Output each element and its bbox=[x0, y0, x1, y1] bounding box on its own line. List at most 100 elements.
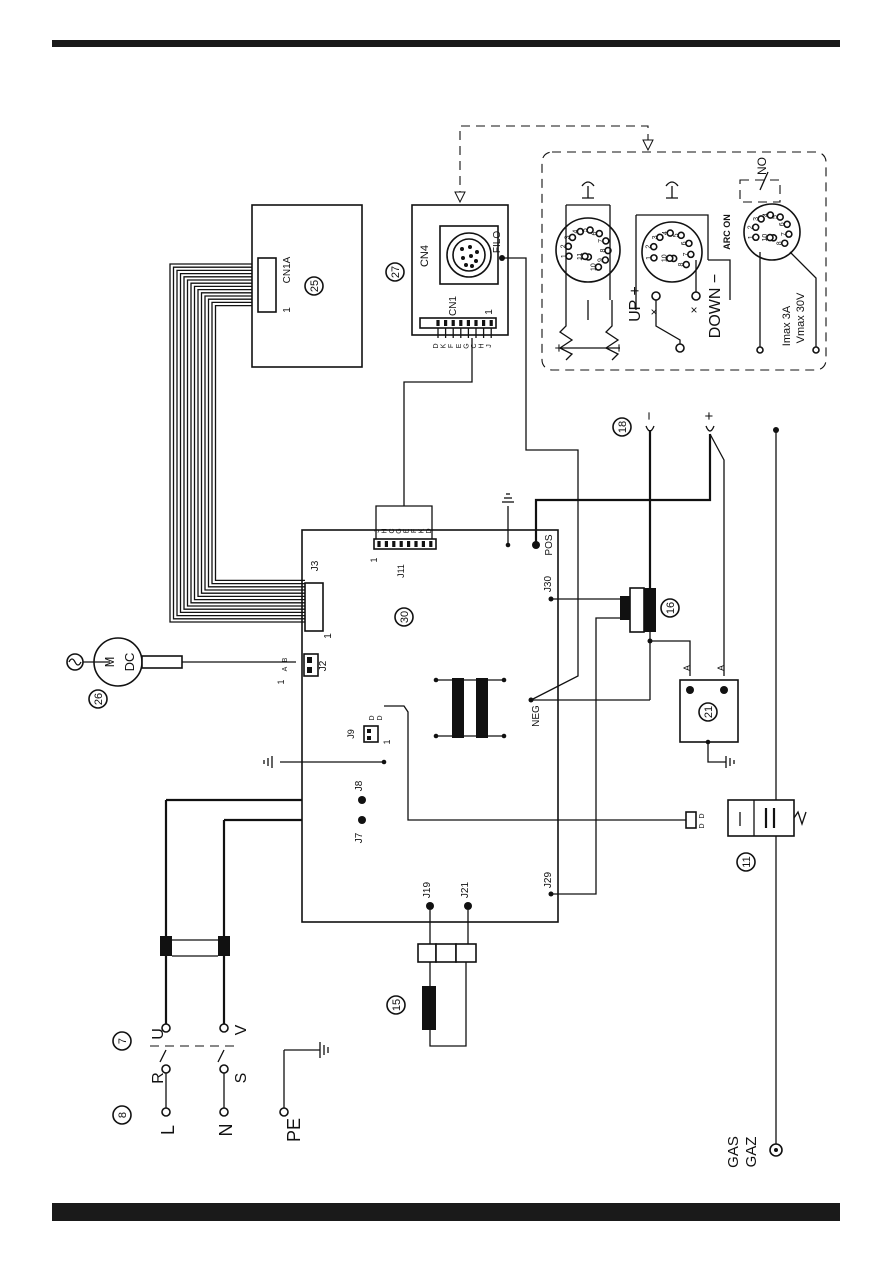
gas-label: GAS bbox=[725, 1136, 742, 1168]
gaz-label: GAZ bbox=[743, 1137, 760, 1168]
j11-pin-label: F bbox=[411, 529, 418, 533]
ref-16: 16 bbox=[665, 602, 677, 614]
up-button-label: UP + bbox=[627, 286, 644, 322]
ref-11: 11 bbox=[741, 856, 753, 867]
j19-label: J19 bbox=[422, 882, 433, 899]
motor: M DC 26 bbox=[66, 637, 296, 709]
ribbon-wire bbox=[186, 279, 305, 607]
connector-pin-label: 2 bbox=[560, 244, 567, 248]
connector-pin-label: 1 bbox=[748, 235, 755, 239]
ribbon-wire bbox=[204, 295, 305, 591]
connector-pin-label: 11 bbox=[577, 253, 584, 260]
connector-pin-label: 10 bbox=[662, 254, 669, 262]
connector-pin-label: 3 bbox=[652, 235, 659, 239]
valve-pin-d1: D bbox=[699, 813, 706, 818]
ribbon-wire bbox=[197, 288, 305, 598]
ribbon-wire bbox=[200, 292, 305, 594]
down-button-label: DOWN − bbox=[707, 274, 724, 338]
j11-pin-label: C bbox=[389, 528, 396, 533]
neg-label: NEG bbox=[531, 705, 542, 727]
connector-pin-label: 9 bbox=[597, 258, 604, 262]
cn1-pin-label: E bbox=[456, 343, 463, 348]
connector-pin-label: 1 bbox=[646, 256, 653, 260]
ribbon-wire bbox=[169, 263, 305, 623]
cn1-pin bbox=[436, 320, 440, 326]
j7-label: J7 bbox=[354, 832, 365, 843]
j9-pin-d1: D bbox=[369, 715, 376, 720]
pot-minus: − bbox=[611, 343, 628, 352]
cn1a-pin1: 1 bbox=[282, 307, 293, 313]
ribbon-wire bbox=[214, 304, 305, 582]
connector-pin bbox=[687, 250, 695, 259]
connector-2-handle-icon bbox=[665, 181, 679, 199]
ribbon-wire bbox=[176, 269, 305, 617]
ribbon-wire bbox=[207, 298, 305, 588]
j11-pin-label: E bbox=[404, 528, 411, 533]
ferrite-n bbox=[218, 936, 230, 956]
ferrite-15: 15 bbox=[386, 910, 477, 1047]
output-plus-label: + bbox=[701, 411, 718, 420]
connector-pin bbox=[766, 211, 775, 219]
pos-label: POS bbox=[544, 534, 555, 555]
connector-pin bbox=[564, 242, 573, 251]
ribbon-cable bbox=[169, 263, 305, 623]
connector-pin bbox=[602, 237, 610, 245]
j11-label: J11 bbox=[396, 564, 406, 578]
no-switch-icon bbox=[759, 171, 769, 191]
cn1-pin1: 1 bbox=[484, 309, 495, 315]
ribbon-wire bbox=[190, 282, 305, 604]
board-ref: 30 bbox=[399, 611, 411, 623]
component-21-pin-a2: A bbox=[716, 665, 726, 671]
cn1-pin-label: D bbox=[433, 343, 440, 348]
label-v: V bbox=[233, 1024, 250, 1035]
ref-circle-8 bbox=[112, 1105, 132, 1125]
j11-pin-label: J bbox=[374, 529, 381, 533]
j2-pin1: 1 bbox=[276, 679, 286, 684]
connector-pin bbox=[576, 227, 585, 236]
cn1-pin-label: H bbox=[479, 343, 486, 348]
j29-label: J29 bbox=[543, 872, 554, 889]
cn1a-label: CN1A bbox=[282, 256, 293, 283]
connector-pin-label: 4 bbox=[572, 229, 579, 233]
output-negative-socket bbox=[645, 425, 655, 432]
connector-pin-label: 6 bbox=[681, 241, 688, 245]
j3-label: J3 bbox=[310, 560, 321, 571]
cn1-pin-label: C bbox=[471, 343, 478, 348]
board-transformer bbox=[433, 677, 507, 739]
connector-pin bbox=[780, 239, 789, 248]
cn1-pin bbox=[489, 320, 493, 326]
j11-pin bbox=[407, 541, 411, 547]
j11-pin bbox=[384, 541, 388, 547]
up-cross-icon: × bbox=[650, 305, 657, 319]
cn1-pin bbox=[474, 320, 478, 326]
connector-pin bbox=[677, 231, 685, 240]
potentiometer-icon bbox=[558, 300, 620, 361]
pot-plus: + bbox=[551, 343, 568, 352]
ferrite-l bbox=[160, 936, 172, 956]
terminal-r bbox=[161, 1064, 171, 1074]
cn1-pin-label: G bbox=[463, 343, 470, 348]
j7-pad bbox=[358, 816, 366, 824]
gas-valve bbox=[727, 799, 795, 837]
imax-label: Imax 3A bbox=[781, 305, 793, 346]
cn1-connector bbox=[419, 317, 497, 329]
connector-pin-label: 8 bbox=[777, 241, 784, 245]
j3-pin1: 1 bbox=[323, 633, 334, 639]
connector-pin bbox=[666, 229, 675, 237]
filo-label: FILO bbox=[492, 231, 503, 253]
label-pe: PE bbox=[284, 1118, 304, 1142]
ground-symbol-pe bbox=[319, 1042, 329, 1058]
connector-pin bbox=[581, 252, 589, 261]
connector-pin-label: 8 bbox=[678, 263, 685, 267]
cn1-label: CN1 bbox=[448, 296, 459, 316]
filo-wire bbox=[502, 257, 579, 701]
connector-pin bbox=[665, 254, 674, 263]
connector-pin-label: 3 bbox=[753, 217, 760, 221]
j2-label: J2 bbox=[318, 660, 329, 671]
connector-pin-label: 7 bbox=[683, 252, 690, 256]
j11-pin bbox=[399, 541, 403, 547]
footer-rule bbox=[52, 1203, 840, 1221]
j11-pin bbox=[392, 541, 396, 547]
terminal-l bbox=[161, 1107, 171, 1117]
